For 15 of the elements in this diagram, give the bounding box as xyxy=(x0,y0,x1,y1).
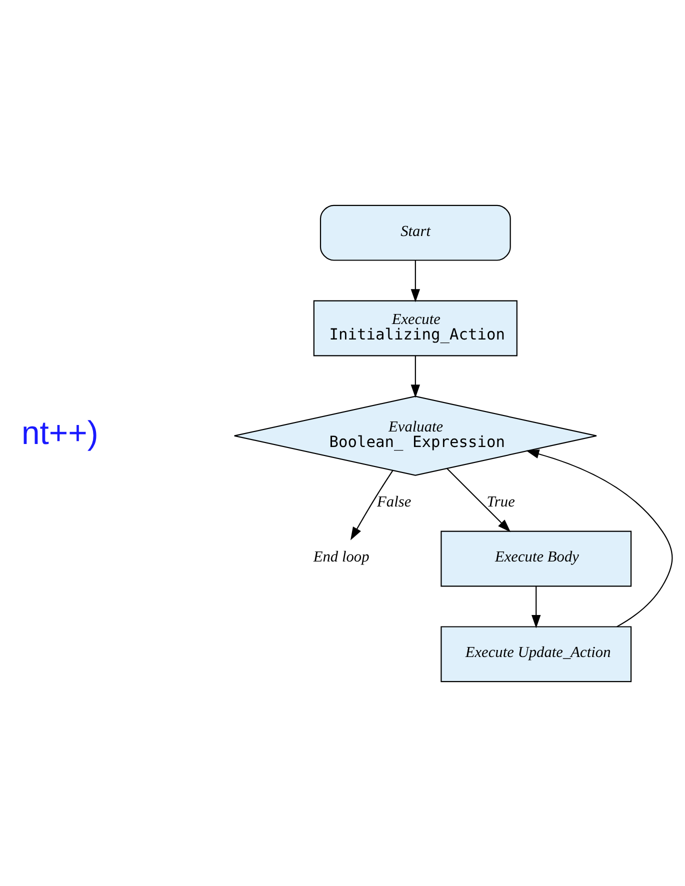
node-box: Execute Update_Action xyxy=(440,626,632,682)
node-diamond: Evaluate Boolean_ Expression xyxy=(234,395,598,476)
arrow xyxy=(410,260,420,302)
node-box: Start xyxy=(320,204,511,260)
edge-label: False xyxy=(377,492,412,510)
arrow xyxy=(526,448,673,627)
node-box: Execute Initializing_Action xyxy=(313,300,518,356)
label: nt++) xyxy=(21,414,98,451)
node-box: Execute Body xyxy=(440,530,632,586)
arrow xyxy=(532,586,541,628)
arrow xyxy=(446,468,511,532)
arrow xyxy=(410,355,420,398)
edge-label: True xyxy=(486,492,515,510)
node-text: End loop xyxy=(313,548,370,566)
arrow xyxy=(350,470,394,540)
